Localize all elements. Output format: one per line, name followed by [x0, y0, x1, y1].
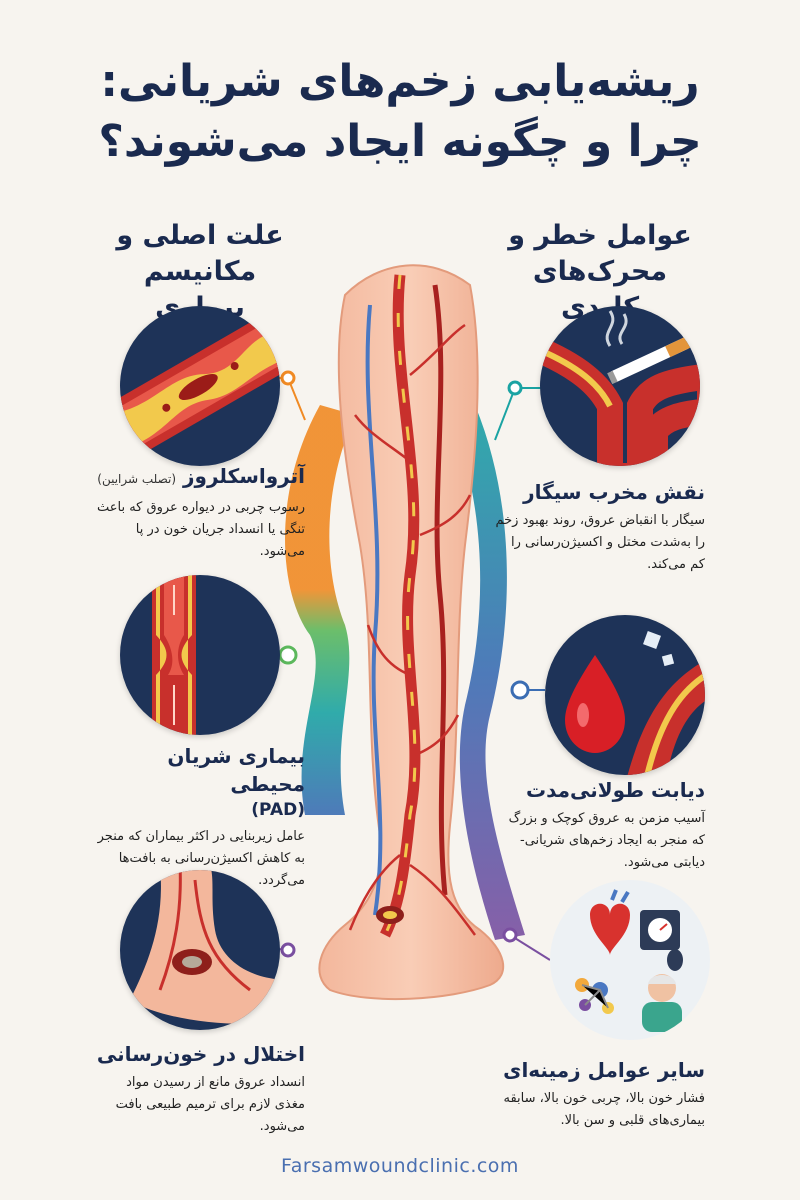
atherosclerosis-title: آترواسکلروز	[183, 464, 305, 488]
diabetes-title: دیابت طولانی‌مدت	[526, 778, 705, 802]
cigarette-artery-icon	[540, 306, 700, 466]
atherosclerosis-description: رسوب چربی در دیواره عروق که باعث تنگی یا…	[96, 500, 305, 559]
circulation-title: اختلال در خون‌رسانی	[96, 1042, 305, 1066]
artery-plaque-icon	[120, 306, 280, 466]
other-factors-block: سایر عوامل زمینه‌ای فشار خون بالا، چربی …	[495, 1056, 705, 1132]
blood-drop-sugar-icon	[545, 615, 705, 775]
smoking-block: نقش مخرب سیگار سیگار با انقباض عروق، رون…	[495, 478, 705, 576]
ankle-wound-icon	[120, 870, 280, 1030]
narrowed-artery-icon	[120, 575, 280, 735]
page-title-line-1: ریشه‌یابی زخم‌های شریانی:	[100, 56, 700, 107]
other-factors-description: فشار خون بالا، چربی خون بالا، سابقه بیما…	[503, 1091, 706, 1128]
smoking-description: سیگار با انقباض عروق، روند بهبود زخم را …	[495, 513, 705, 572]
atherosclerosis-block: آترواسکلروز (تصلب شرایین) رسوب چربی در د…	[95, 462, 305, 563]
circulation-description: انسداد عروق مانع از رسیدن مواد مغذی لازم…	[115, 1075, 305, 1134]
atherosclerosis-note: (تصلب شرایین)	[97, 472, 177, 486]
pad-subtitle: (PAD)	[251, 800, 305, 820]
left-column-heading: علت اصلی و مکانیسم بیماری	[100, 218, 300, 326]
pad-title: بیماری شریان محیطی	[167, 744, 305, 796]
diabetes-block: دیابت طولانی‌مدت آسیب مزمن به عروق کوچک …	[495, 776, 705, 874]
page-title: ریشه‌یابی زخم‌های شریانی: چرا و چگونه ای…	[40, 52, 760, 172]
pad-block: بیماری شریان محیطی (PAD) عامل زیربنایی د…	[95, 742, 305, 892]
page-title-line-2: چرا و چگونه ایجاد می‌شوند؟	[98, 116, 702, 167]
circulation-block: اختلال در خون‌رسانی انسداد عروق مانع از …	[95, 1040, 305, 1138]
atherosclerosis-title-line: آترواسکلروز (تصلب شرایین)	[95, 462, 305, 493]
smoking-title: نقش مخرب سیگار	[523, 480, 705, 504]
diabetes-description: آسیب مزمن به عروق کوچک و بزرگ که منجر به…	[508, 811, 705, 870]
footer-website: Farsamwoundclinic.com	[281, 1155, 519, 1177]
other-factors-title: سایر عوامل زمینه‌ای	[503, 1058, 705, 1082]
right-heading-line-1: عوامل خطر و	[508, 220, 692, 251]
heart-pressure-icon	[550, 880, 710, 1040]
leg-illustration	[285, 264, 525, 1001]
left-heading-line-1: علت اصلی و	[116, 220, 284, 251]
pad-description: عامل زیربنایی در اکثر بیماران که منجر به…	[97, 829, 305, 888]
